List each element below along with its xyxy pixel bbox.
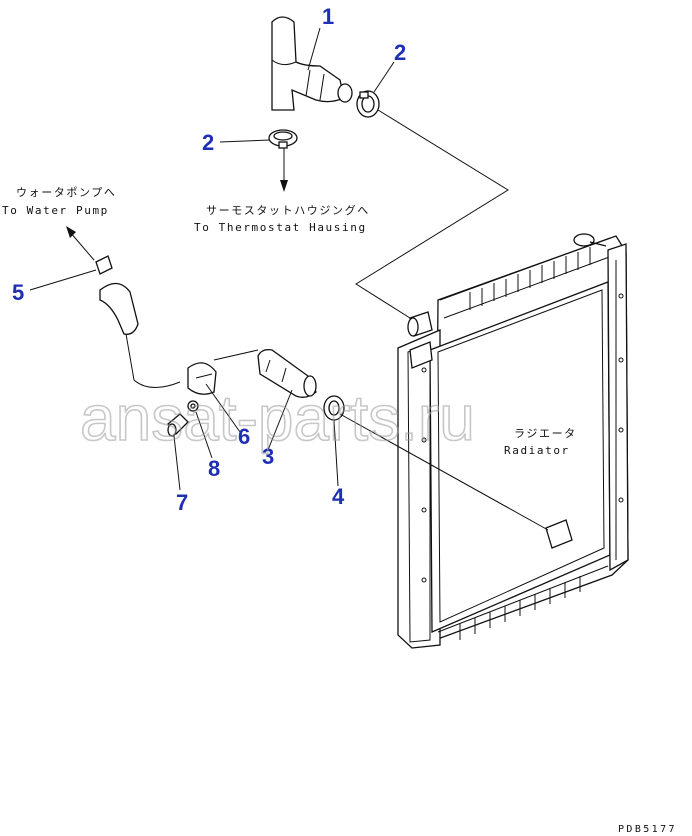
- radiator-bottom-fins: [437, 565, 609, 640]
- connection-lines: [29, 27, 549, 531]
- arrow-water-pump: [66, 226, 95, 261]
- radiator-label-en: Radiator: [504, 444, 570, 457]
- arrow-thermostat: [280, 148, 288, 192]
- callout-2-middle: 2: [202, 130, 214, 155]
- radiator-label-jp: ラジエータ: [514, 427, 577, 440]
- water-pump-label-jp: ウォータポンプへ: [16, 186, 116, 199]
- callout-2-upper: 2: [394, 40, 406, 65]
- callout-6: 6: [238, 424, 250, 449]
- callout-8: 8: [208, 456, 220, 481]
- callout-5: 5: [12, 280, 24, 305]
- lower-hose: [257, 348, 317, 398]
- drain-valve: [167, 400, 199, 437]
- reference-code: PDB5177: [618, 824, 677, 835]
- watermark: ansat-parts.ru: [80, 382, 475, 454]
- radiator: [397, 233, 629, 649]
- upper-hose: [271, 16, 353, 111]
- water-pump-hose: [95, 255, 139, 335]
- clamp-lower: [323, 395, 345, 421]
- callout-4: 4: [332, 484, 345, 509]
- callout-7: 7: [176, 490, 188, 515]
- clamp-middle: [268, 129, 298, 149]
- clamp-upper: [356, 90, 380, 118]
- pipe-holder: [187, 362, 217, 395]
- thermostat-label-jp: サーモスタットハウジングへ: [206, 203, 370, 217]
- radiator-top-fins: [439, 237, 613, 319]
- water-pump-label-en: To Water Pump: [2, 204, 109, 217]
- callout-3: 3: [262, 444, 274, 469]
- callout-1: 1: [322, 4, 334, 29]
- thermostat-label-en: To Thermostat Hausing: [194, 221, 367, 234]
